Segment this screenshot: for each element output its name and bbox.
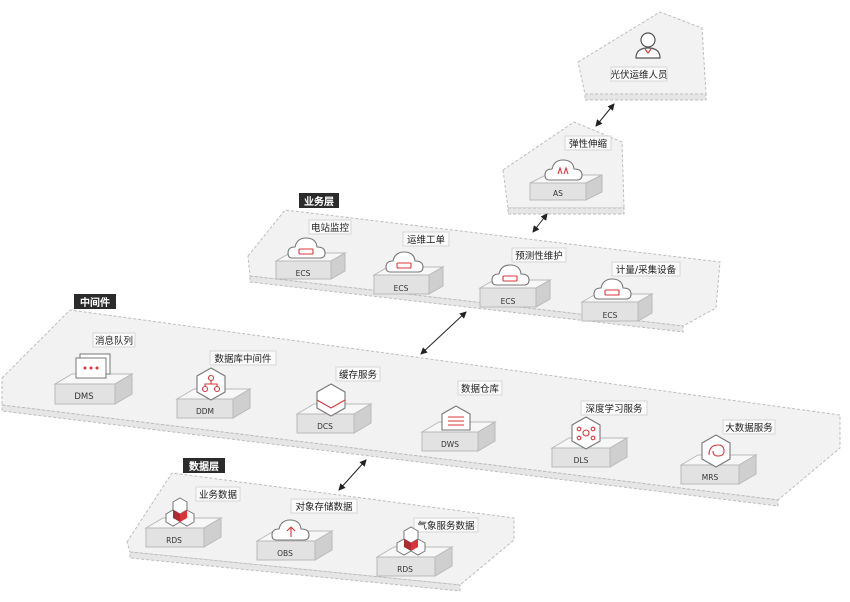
server-cloud-icon [385,251,424,273]
business-app-2-service: ECS [394,284,409,293]
autoscale-base [529,174,603,201]
cache-service-icon [316,383,346,417]
business-layer-tag: 业务层 [299,193,339,208]
server-cloud-icon [593,278,632,300]
business-app-4-service: ECS [603,311,618,320]
middleware-service-5: 深度学习服务 DLS [550,400,648,468]
autoscale-label: 弹性伸缩 [569,138,608,150]
business-app-1-service: ECS [296,269,311,278]
data-layer-title: 数据层 [189,460,219,473]
middleware-layer-tag: 中间件 [74,294,116,309]
middleware-service-6-service: MRS [702,473,719,482]
business-app-3-label: 预测性维护 [515,250,563,262]
middleware-service-3-label: 缓存服务 [339,369,378,381]
big-data-icon [701,434,731,468]
middleware-service-4: 数据仓库 DWS [420,380,503,452]
autoscale-service: AS [553,189,563,198]
relational-database-icon [165,497,195,527]
data-service-2: 对象存储数据 OBS [255,498,358,561]
middleware-service-6-label: 大数据服务 [725,422,773,434]
arrow-user-as [595,103,615,127]
autoscale-label-box: 弹性伸缩 [564,135,612,151]
data-service-3: 气象服务数据 RDS [375,517,479,577]
middleware-service-4-service: DWS [441,440,459,449]
middleware-service-4-label: 数据仓库 [461,383,500,395]
message-queue-icon [75,353,111,379]
business-layer-title: 业务层 [304,195,334,208]
server-cloud-icon [491,264,530,286]
business-app-2: 运维工单 ECS [372,231,450,295]
business-app-4-label: 计量/采集设备 [616,264,677,276]
data-service-1-service: RDS [166,536,182,545]
business-app-2-label: 运维工单 [407,234,446,246]
middleware-service-1-service: DMS [74,392,93,402]
server-cloud-icon [287,237,326,259]
data-service-1: 业务数据 RDS [144,486,241,548]
middleware-layer-title: 中间件 [80,296,110,309]
middleware-service-6: 大数据服务 MRS [679,419,776,485]
middleware-service-1: 消息队列 DMS [53,332,136,405]
arrow-business-middleware [420,311,467,355]
data-layer-tag: 数据层 [183,458,225,473]
arrow-middleware-data [338,459,367,491]
middleware-service-5-label: 深度学习服务 [585,403,643,415]
deep-learning-icon [571,416,601,450]
business-app-3: 预测性维护 ECS [478,247,567,308]
business-app-1: 电站监控 ECS [274,219,352,280]
middleware-service-2: 数据库中间件 DDM [175,350,277,419]
data-service-2-service: OBS [277,549,293,558]
middleware-service-3: 缓存服务 DCS [295,366,381,434]
data-service-2-label: 对象存储数据 [295,501,353,513]
data-service-3-service: RDS [397,565,413,574]
user-icon [635,32,661,59]
data-warehouse-icon [441,405,471,431]
middleware-service-1-label: 消息队列 [95,335,133,347]
user-label: 光伏运维人员 [610,69,667,81]
business-app-3-service: ECS [501,297,516,306]
business-app-4: 计量/采集设备 ECS [580,261,681,322]
middleware-service-5-service: DLS [574,456,589,465]
data-service-3-label: 气象服务数据 [417,520,475,532]
user-label-box: 光伏运维人员 [610,66,668,82]
cloud-icon [544,159,583,181]
middleware-service-2-label: 数据库中间件 [214,353,272,365]
arrow-as-business [532,213,548,233]
relational-database-icon [396,526,426,556]
middleware-service-2-service: DDM [196,407,214,416]
middleware-service-3-service: DCS [317,422,333,431]
database-middleware-icon [196,367,226,401]
object-storage-icon [271,519,310,541]
business-app-1-label: 电站监控 [311,222,350,234]
data-service-1-label: 业务数据 [199,489,238,501]
